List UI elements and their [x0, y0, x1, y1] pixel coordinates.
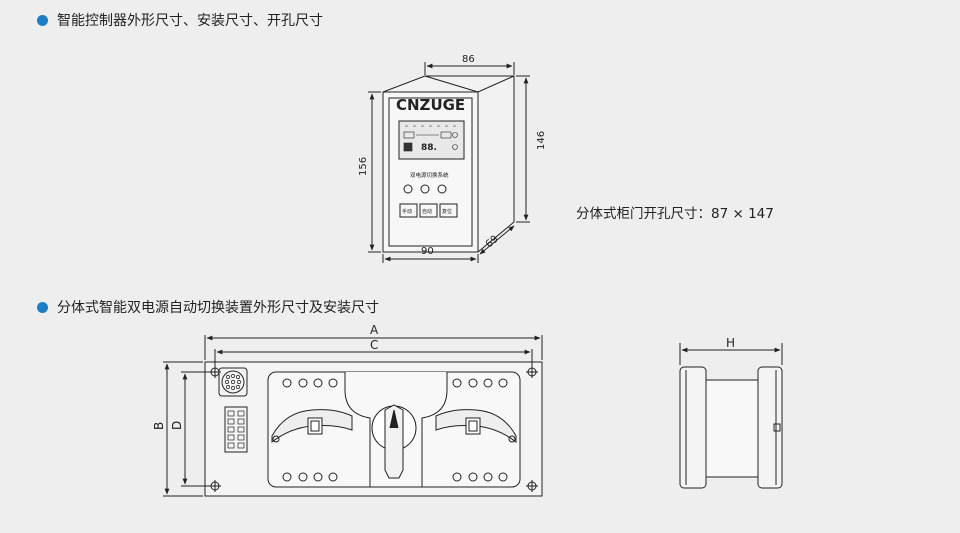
brand-logo: CNZUGE	[396, 96, 465, 114]
dim-C: C	[370, 338, 378, 352]
side-indicator	[773, 423, 781, 432]
dim-D: D	[170, 421, 184, 430]
indicator-led	[420, 184, 430, 194]
reset-button-shape	[439, 203, 458, 218]
controller-section-title: 智能控制器外形尺寸、安装尺寸、开孔尺寸	[57, 13, 323, 29]
manual-button-label: 手动	[402, 208, 412, 215]
terminal-block	[224, 406, 248, 453]
bullet-icon	[37, 14, 48, 26]
screw-holes	[282, 378, 508, 482]
cutout-size-label: 分体式柜门开孔尺寸：87 × 147	[576, 206, 774, 222]
dim-90: 90	[421, 246, 434, 257]
reset-button-label: 复位	[442, 208, 452, 215]
controller-front-bezel	[388, 97, 473, 247]
dim-146: 146	[536, 131, 547, 150]
switch-front-drawing	[163, 335, 543, 497]
controller-section-heading: 智能控制器外形尺寸、安装尺寸、开孔尺寸	[37, 10, 323, 30]
dim-A: A	[370, 323, 379, 337]
side-left-flange	[679, 366, 707, 489]
dim-B: B	[152, 422, 166, 430]
mounting-hole-icon	[209, 366, 538, 492]
indicator-led	[437, 184, 447, 194]
side-body	[705, 379, 759, 478]
switch-section-heading: 分体式智能双电源自动切换装置外形尺寸及安装尺寸	[37, 297, 379, 317]
system-label: 双电源切换系统	[410, 171, 449, 179]
auto-button-label: 自动	[422, 208, 432, 215]
switch-section-title: 分体式智能双电源自动切换装置外形尺寸及安装尺寸	[57, 300, 379, 316]
controller-drawing	[368, 62, 530, 263]
round-connector	[221, 370, 245, 394]
indicator-led	[403, 184, 413, 194]
bullet-icon	[37, 301, 48, 313]
controller-front-face	[382, 91, 479, 253]
auto-button-shape	[419, 203, 438, 218]
knob-handle	[384, 404, 404, 479]
controller-lcd	[398, 120, 465, 160]
dim-H: H	[726, 336, 735, 350]
dim-86: 86	[462, 54, 475, 65]
lcd-digits: 88.	[421, 143, 437, 153]
switch-side-drawing	[679, 343, 783, 489]
side-right-flange	[757, 366, 783, 489]
manual-button-shape	[399, 203, 418, 218]
dim-156: 156	[358, 157, 369, 176]
